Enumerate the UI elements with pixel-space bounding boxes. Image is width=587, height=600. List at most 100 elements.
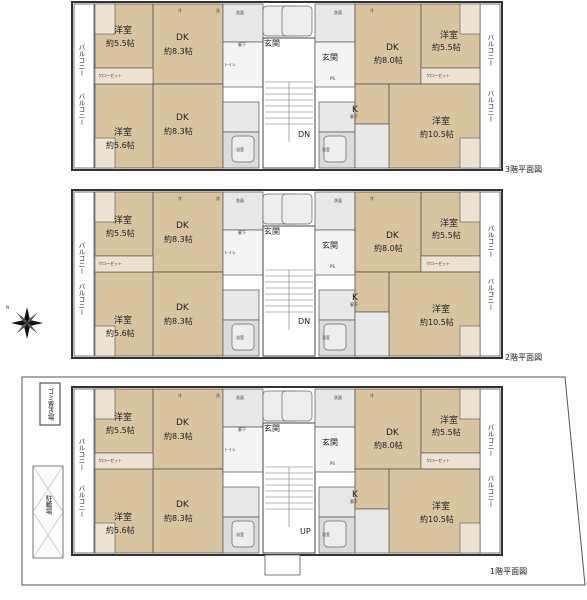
- f2-dk-tr: DK: [386, 231, 400, 241]
- f3-room-br: 洋室: [432, 115, 450, 127]
- f2-room-tr: 洋室: [440, 217, 458, 229]
- f1-sen-1: 洗: [216, 392, 220, 398]
- f1-toilet: トイレ: [224, 447, 236, 452]
- f3-room-tl: 洋室: [114, 24, 132, 36]
- f3-bath-r: 浴室: [322, 146, 330, 152]
- f2-caption: 2階平面図: [505, 352, 542, 362]
- f1-up: UP: [300, 527, 311, 536]
- f2-room-bl: 洋室: [114, 314, 132, 326]
- f2-roka-l: 廊下: [238, 229, 246, 235]
- svg-text:N: N: [6, 305, 9, 310]
- f1-balcony-l1: バルコニー: [77, 438, 85, 471]
- f1-roka-r: 廊下: [350, 498, 358, 504]
- f2-senmen-l: 洗面: [236, 197, 244, 203]
- f1-dksize-tr: 約8.0帖: [374, 440, 403, 450]
- f3-ps: PS: [330, 76, 335, 81]
- f1-genkan-r: 玄関: [322, 437, 338, 447]
- f1-dksize-bl: 約8.3帖: [164, 513, 193, 523]
- f1-rei-2: 冷: [370, 392, 374, 398]
- f1-room-tl: 洋室: [114, 411, 132, 423]
- f3-bath-l: 浴室: [236, 146, 244, 152]
- f3-size-tl: 約5.5帖: [106, 38, 135, 48]
- f2-roka-r: 廊下: [350, 301, 358, 307]
- f1-dksize-tl: 約8.3帖: [164, 431, 193, 441]
- f2-size-bl: 約5.6帖: [106, 328, 135, 338]
- f2-senmen-r: 洗面: [334, 197, 342, 203]
- compass-icon: N: [6, 305, 43, 339]
- f2-sen-1: 洗: [216, 195, 220, 201]
- f1-senmen-l: 洗面: [236, 394, 244, 400]
- f1-genkan-l: 玄関: [264, 423, 280, 433]
- f2-room-br: 洋室: [432, 303, 450, 315]
- f2-genkan-l: 玄関: [264, 226, 280, 236]
- f1-rei-1: 冷: [178, 392, 182, 398]
- f1-size-br: 約10.5帖: [420, 514, 454, 524]
- f2-rei-2: 冷: [370, 195, 374, 201]
- f2-room-tl: 洋室: [114, 214, 132, 226]
- f1-size-tr: 約5.5帖: [432, 427, 461, 437]
- f3-genkan-r: 玄関: [322, 52, 338, 62]
- f2-toilet: トイレ: [224, 250, 236, 255]
- f2-balcony-l1: バルコニー: [77, 242, 85, 275]
- f1-dk-tl: DK: [176, 418, 190, 428]
- f3-size-bl: 約5.6帖: [106, 140, 135, 150]
- f3-dksize-tr: 約8.0帖: [374, 55, 403, 65]
- f2-dk-bl: DK: [176, 303, 190, 313]
- trash-area-box: [39, 382, 61, 426]
- f2-rei-1: 冷: [178, 195, 182, 201]
- f2-closet-2: クローゼット: [426, 260, 450, 266]
- f3-caption: 3階平面図: [505, 164, 542, 174]
- f1-room-tr: 洋室: [440, 414, 458, 426]
- f2-balcony-r2: バルコニー: [486, 278, 494, 311]
- f2-size-tr: 約5.5帖: [432, 230, 461, 240]
- f1-dk-bl: DK: [176, 500, 190, 510]
- f1-bath-r: 浴室: [322, 531, 330, 537]
- f1-size-bl: 約5.6帖: [106, 525, 135, 535]
- f3-balcony-r1: バルコニー: [486, 34, 494, 67]
- f3-dk-bl: DK: [176, 113, 190, 123]
- f2-bath-r: 浴室: [322, 334, 330, 340]
- f2-genkan-r: 玄関: [322, 240, 338, 250]
- f1-k: K: [352, 490, 359, 500]
- f3-rei-2: 冷: [370, 7, 374, 13]
- f2-size-tl: 約5.5帖: [106, 228, 135, 238]
- f2-bath-l: 浴室: [236, 334, 244, 340]
- f2-size-br: 約10.5帖: [420, 317, 454, 327]
- f2-dksize-bl: 約8.3帖: [164, 316, 193, 326]
- f3-dk-tl: DK: [176, 33, 190, 43]
- f2-balcony-r1: バルコニー: [486, 225, 494, 258]
- trash-label: ゴミ置き場: [46, 387, 54, 422]
- f1-senmen-r: 洗面: [334, 394, 342, 400]
- f2-k: K: [352, 293, 359, 303]
- f2-dn: DN: [298, 317, 310, 326]
- f1-bath-l: 浴室: [236, 531, 244, 537]
- f2-balcony-l2: バルコニー: [77, 283, 85, 316]
- f3-balcony-l2: バルコニー: [77, 93, 85, 126]
- f3-roka-l: 廊下: [238, 41, 246, 47]
- f3-room-tr: 洋室: [440, 29, 458, 41]
- f1-balcony-r2: バルコニー: [486, 475, 494, 508]
- f1-balcony-r1: バルコニー: [486, 424, 494, 457]
- entrance-step: [264, 554, 301, 576]
- f3-dksize-tl: 約8.3帖: [164, 46, 193, 56]
- f3-closet-1: クローゼット: [98, 72, 122, 78]
- f3-size-br: 約10.5帖: [420, 129, 454, 139]
- f1-roka-l: 廊下: [238, 426, 246, 432]
- f1-dk-tr: DK: [386, 428, 400, 438]
- f1-balcony-l2: バルコニー: [77, 485, 85, 518]
- f1-closet-2: クローゼット: [426, 457, 450, 463]
- f1-caption: 1階平面図: [490, 566, 527, 576]
- f3-balcony-r2: バルコニー: [486, 90, 494, 123]
- bike-label: 駐輪場: [44, 494, 52, 516]
- f3-senmen-l: 洗面: [236, 9, 244, 15]
- f2-dksize-tl: 約8.3帖: [164, 234, 193, 244]
- f1-room-bl: 洋室: [114, 511, 132, 523]
- floor-3-block: [71, 1, 503, 171]
- f3-sen-1: 洗: [216, 7, 220, 13]
- f3-closet-2: クローゼット: [426, 72, 450, 78]
- floor-1-block: [71, 386, 503, 556]
- f3-dk-tr: DK: [386, 43, 400, 53]
- f2-ps: PS: [330, 264, 335, 269]
- f3-balcony-l1: バルコニー: [77, 44, 85, 77]
